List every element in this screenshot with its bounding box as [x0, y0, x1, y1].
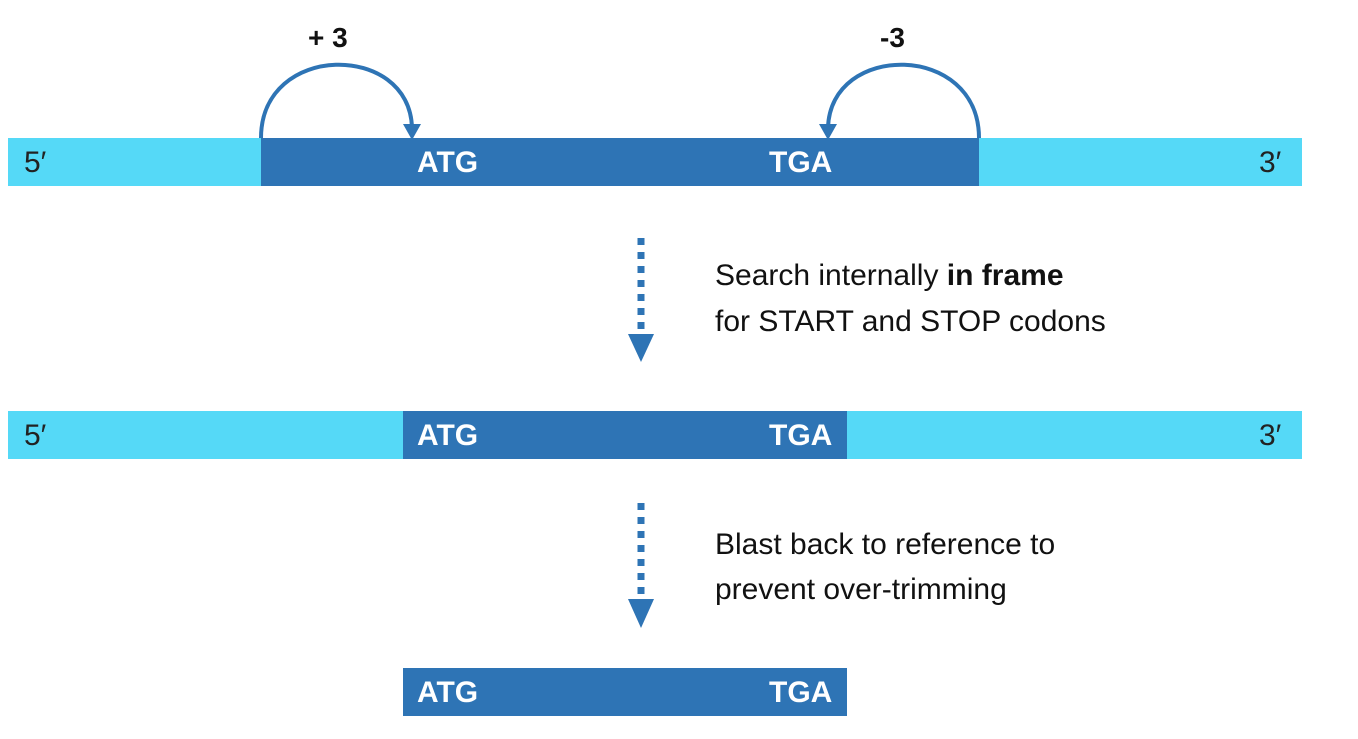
step1-line1: Search internally in frame — [715, 253, 1064, 298]
row1-three-prime-label: 3′ — [1259, 146, 1282, 179]
row1-start-codon: ATG — [417, 146, 479, 179]
shift-stop-arrow — [826, 62, 981, 139]
row1-five-prime-label: 5′ — [24, 146, 47, 179]
step1-line2: for START and STOP codons — [715, 305, 1106, 338]
step2-arrowhead — [628, 599, 654, 628]
row2-five-prime-label: 5′ — [24, 419, 47, 452]
step1-arrowhead — [628, 334, 654, 362]
shift-start-arrowhead — [403, 124, 421, 140]
row2-start-codon: ATG — [417, 419, 479, 452]
row2-stop-codon: TGA — [769, 419, 833, 452]
step1-line1-bold: in frame — [946, 259, 1064, 292]
step1-line1-prefix: Search internally — [715, 259, 947, 292]
row3-start-codon: ATG — [417, 676, 479, 709]
row2-cds-bar — [403, 411, 847, 459]
shift-stop-label: -3 — [880, 22, 905, 53]
shift-stop-arrowhead — [819, 124, 837, 140]
step2-line1: Blast back to reference to — [715, 528, 1056, 561]
step2-line2: prevent over-trimming — [715, 573, 1007, 606]
row3-cds-bar — [403, 668, 847, 716]
shift-start-label: + 3 — [308, 22, 348, 53]
shift-start-arrow — [259, 62, 414, 139]
row3-stop-codon: TGA — [769, 676, 833, 709]
row1-cds-bar — [261, 138, 979, 186]
row1-stop-codon: TGA — [769, 146, 833, 179]
row2-three-prime-label: 3′ — [1259, 419, 1282, 452]
